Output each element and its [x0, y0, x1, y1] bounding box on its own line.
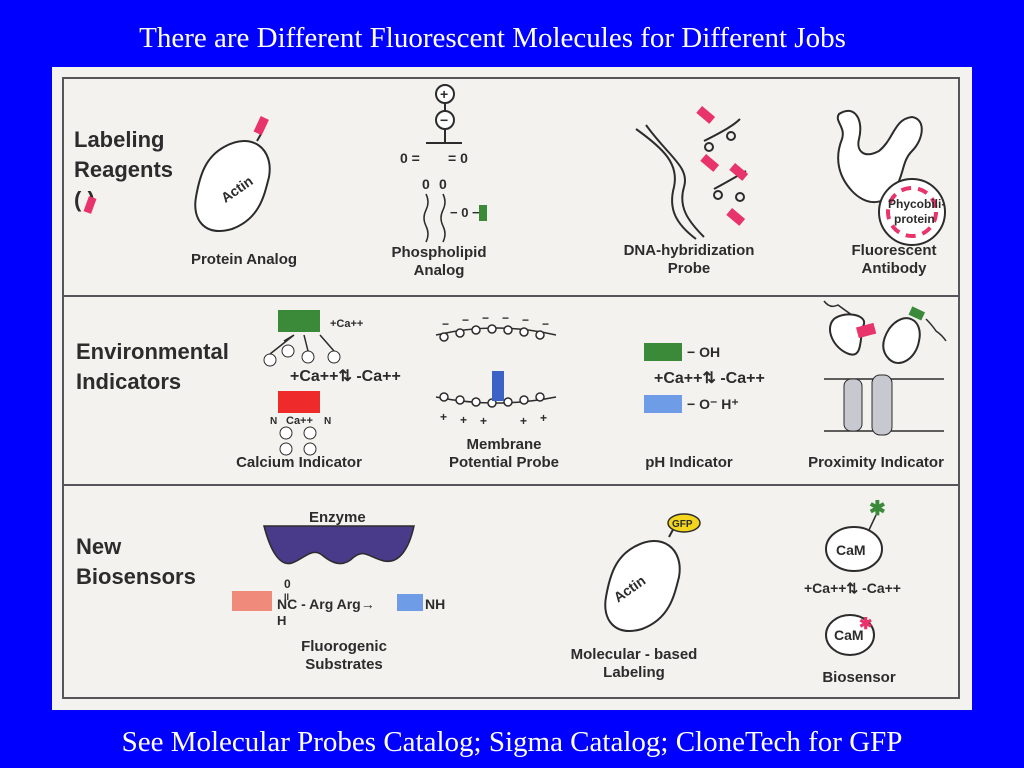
svg-text:CaM: CaM — [836, 542, 866, 558]
svg-text:0: 0 — [439, 176, 447, 192]
svg-text:+: + — [520, 414, 527, 428]
fluor-tag-legend — [83, 196, 97, 214]
svg-text:+Ca++⇅ -Ca++: +Ca++⇅ -Ca++ — [290, 368, 401, 385]
svg-text:−: − — [462, 313, 469, 327]
svg-text:−: − — [542, 317, 549, 331]
dna-probe-drawing — [635, 118, 747, 240]
svg-text:= 0: = 0 — [448, 150, 468, 166]
svg-text:+Ca++: +Ca++ — [330, 318, 363, 330]
svg-text:0: 0 — [422, 176, 430, 192]
pink-star-icon: ✱ — [859, 616, 872, 633]
caption-biosensor: Biosensor — [822, 669, 896, 686]
svg-text:Enzyme: Enzyme — [309, 509, 366, 526]
svg-text:protein: protein — [894, 212, 935, 226]
proximity-indicator-drawing — [823, 300, 947, 436]
cam-biosensor-drawing: CaM ✱ +Ca++⇅ -Ca++ CaM ✱ — [804, 498, 901, 656]
svg-text:−: − — [522, 313, 529, 327]
svg-text:−: − — [442, 317, 449, 331]
svg-text:H: H — [277, 613, 286, 628]
svg-text:−: − — [502, 311, 509, 325]
svg-text:− OH: − OH — [687, 344, 720, 360]
svg-text:Phycobili-: Phycobili- — [888, 197, 945, 211]
svg-text:+: + — [440, 86, 448, 102]
fluorogenic-substrate-drawing: 0 II NC - Arg Arg→ NH H — [232, 577, 445, 628]
row-label-new-biosensors: New Biosensors — [76, 534, 196, 589]
caption-protein-analog: Protein Analog — [190, 251, 298, 268]
ph-indicator-drawing: − OH +Ca++⇅ -Ca++ − O⁻ H⁺ — [644, 343, 765, 413]
membrane-probe-drawing — [435, 324, 557, 408]
fluor-tag — [700, 154, 720, 172]
svg-text:+: + — [480, 414, 487, 428]
figure-panel: Labeling Reagents ( ) Environmental Indi… — [52, 67, 972, 710]
svg-text:+Ca++⇅ -Ca++: +Ca++⇅ -Ca++ — [804, 580, 901, 596]
svg-text:N: N — [270, 416, 277, 427]
enzyme-drawing: Enzyme — [263, 509, 415, 565]
phospholipid-drawing: + − 0 = = 0 0 0 − 0 − — [400, 84, 487, 243]
svg-text:II: II — [284, 592, 289, 602]
row-divider-2 — [64, 484, 958, 486]
svg-text:N: N — [324, 416, 331, 427]
svg-text:GFP: GFP — [672, 519, 693, 530]
svg-text:+: + — [460, 413, 467, 427]
slide-footer: See Molecular Probes Catalog; Sigma Cata… — [121, 726, 903, 758]
row-label-labeling-reagents: Labeling Reagents ( ) — [74, 127, 174, 212]
row-label-environmental-indicators: Environmental Indicators — [76, 339, 229, 394]
actin-protein-drawing: Actin — [194, 116, 271, 232]
svg-text:− 0 −: − 0 − — [450, 205, 480, 220]
svg-text:−: − — [440, 112, 448, 128]
svg-text:−: − — [482, 311, 489, 325]
green-star-icon: ✱ — [869, 498, 886, 520]
svg-text:− O⁻ H⁺: − O⁻ H⁺ — [687, 396, 739, 412]
fluor-tag-green — [479, 205, 487, 221]
figure-frame: Labeling Reagents ( ) Environmental Indi… — [62, 77, 960, 699]
slide-title: There are Different Fluorescent Molecule… — [139, 22, 846, 54]
calcium-indicator-drawing: +Ca++ +Ca++⇅ -Ca++ Ca++ N N — [263, 310, 401, 456]
svg-text:+: + — [540, 411, 547, 425]
svg-text:0 =: 0 = — [400, 150, 420, 166]
membrane-charges: − − − − − − + + + + + — [440, 311, 549, 428]
svg-text:0: 0 — [284, 577, 291, 591]
svg-text:NC - Arg Arg→: NC - Arg Arg→ — [277, 596, 375, 612]
row-divider-1 — [64, 295, 958, 297]
fluor-tag — [696, 106, 716, 124]
antibody-drawing: Phycobili- protein — [836, 109, 946, 246]
fluor-tag — [726, 208, 746, 226]
svg-text:CaM: CaM — [834, 627, 864, 643]
caption-proximity-indicator: Proximity Indicator — [808, 454, 944, 471]
svg-text:NH: NH — [425, 596, 445, 612]
svg-text:Ca++: Ca++ — [286, 415, 313, 427]
actin-gfp-drawing: GFP Actin — [604, 513, 701, 632]
caption-calcium-indicator: Calcium Indicator — [236, 454, 362, 471]
diagram-drawings: Actin + − 0 = = 0 0 0 − 0 − — [83, 84, 947, 656]
fluor-tag — [253, 116, 269, 136]
svg-text:+: + — [440, 410, 447, 424]
caption-ph-indicator: pH Indicator — [645, 454, 733, 471]
svg-text:+Ca++⇅ -Ca++: +Ca++⇅ -Ca++ — [654, 370, 765, 387]
fluor-tag — [729, 163, 749, 181]
